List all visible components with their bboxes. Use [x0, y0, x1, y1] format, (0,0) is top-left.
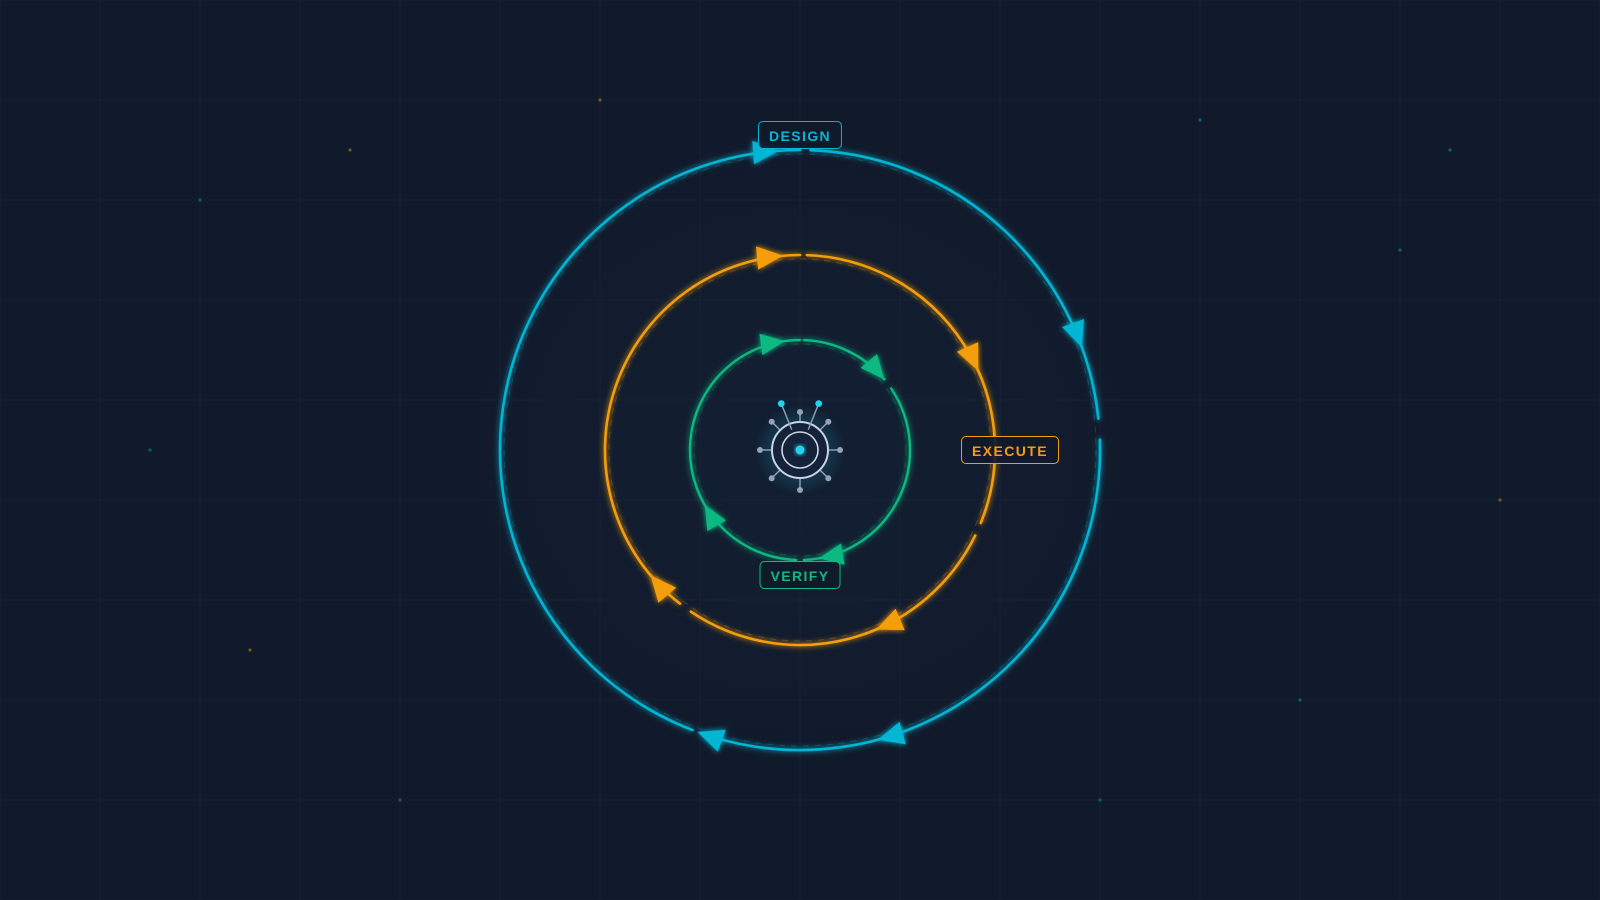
hub-node [797, 487, 803, 493]
hub-antenna [807, 403, 820, 430]
flow-arrow [877, 721, 906, 745]
hub-node [757, 447, 763, 453]
flow-arrow [756, 246, 784, 270]
flow-arrow [704, 505, 727, 532]
flow-arrow [860, 353, 885, 380]
spark-dot [148, 448, 152, 452]
flow-arrow [759, 333, 785, 356]
hub-inner-ring [781, 431, 819, 469]
flow-arrow [1062, 318, 1085, 348]
design-ring [498, 140, 1102, 752]
spark-dot [348, 148, 352, 152]
flow-arrow [819, 543, 845, 565]
ring-arc [689, 534, 977, 647]
hub-core [795, 445, 805, 455]
ring-arc [805, 253, 997, 525]
spark-dot [1098, 798, 1102, 802]
background-sparks [148, 98, 1502, 802]
verify-label: VERIFY [759, 561, 841, 589]
spark-dot [398, 798, 402, 802]
ring-halo [503, 153, 1097, 747]
spark-dot [1198, 118, 1202, 122]
verify-ring [688, 333, 912, 565]
flow-arrow [956, 342, 979, 371]
flow-arrow [650, 575, 677, 603]
hub-antenna [780, 403, 793, 430]
hub-antenna-node [815, 400, 823, 408]
ring-arc [603, 253, 802, 605]
hub-node [837, 447, 843, 453]
spark-dot [598, 98, 602, 102]
spark-dot [1398, 248, 1402, 252]
hub-antenna-node [777, 400, 785, 408]
ring-arc [705, 438, 1102, 752]
spark-dot [1298, 698, 1302, 702]
flow-arrow [876, 608, 905, 631]
hub-node [797, 409, 803, 415]
ring-halo [693, 343, 907, 557]
spark-dot [198, 198, 202, 202]
design-label: DESIGN [757, 121, 843, 149]
hub-node [825, 418, 832, 425]
spark-dot [1448, 148, 1452, 152]
hub-node [768, 418, 775, 425]
center-hub-icon [755, 400, 845, 495]
hub-node [825, 475, 832, 482]
execute-label: EXECUTE [961, 436, 1059, 464]
spark-dot [1498, 498, 1502, 502]
hub-node [768, 475, 775, 482]
ring-arc [688, 338, 802, 562]
ring-arc [498, 148, 802, 732]
ring-arc [809, 148, 1100, 420]
spark-dot [248, 648, 252, 652]
flow-arrow [697, 729, 726, 752]
